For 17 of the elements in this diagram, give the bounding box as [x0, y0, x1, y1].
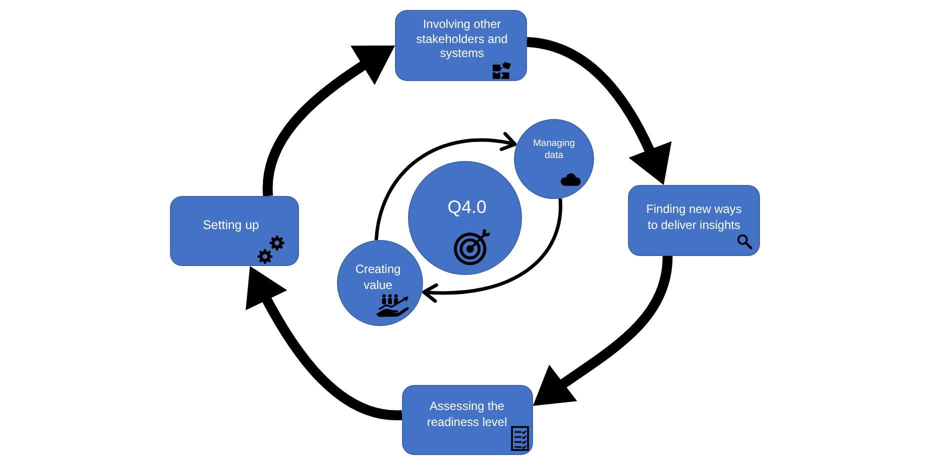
curved-arrow: [262, 45, 395, 196]
node-label: Creating value: [354, 262, 402, 293]
node-label: Managing data: [532, 138, 576, 162]
curved-arrow: [246, 266, 402, 420]
node-label: Assessing the readiness level: [426, 398, 508, 430]
node-label: Q4.0: [446, 196, 488, 218]
curved-arrow: [526, 36, 672, 185]
node-label: Setting up: [202, 217, 260, 233]
process-box: [170, 196, 299, 266]
node-label: Finding new ways to deliver insights: [646, 201, 742, 233]
node-label: Involving other stakeholders and systems: [416, 17, 508, 60]
curved-arrow: [422, 198, 562, 302]
process-box: [395, 10, 527, 81]
curved-arrow: [374, 132, 517, 240]
process-box: [402, 385, 533, 455]
curved-arrow: [532, 256, 673, 406]
process-box: [628, 185, 760, 256]
